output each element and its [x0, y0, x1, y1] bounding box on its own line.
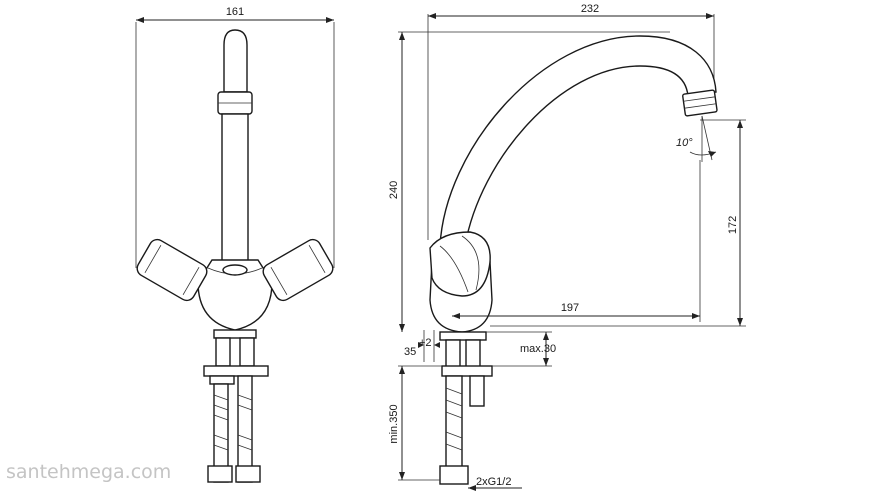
front-stud-right	[239, 337, 255, 367]
dimension-161: 161	[226, 6, 244, 18]
side-hose	[445, 375, 463, 469]
front-view: 161	[135, 6, 335, 483]
dimension-240: 240	[388, 181, 400, 199]
side-stud-long	[469, 375, 485, 407]
watermark: santehmega.com	[6, 461, 171, 483]
dimension-connection: 2xG1/2	[476, 476, 511, 488]
dimension-max-thickness: max.30	[520, 343, 556, 355]
side-view: 232 240 10° 172	[388, 3, 746, 491]
dimension-172: 172	[727, 216, 739, 234]
front-right-handle	[262, 238, 334, 302]
front-spout-stem	[223, 29, 248, 93]
dimension-232: 232	[581, 3, 599, 15]
front-mount-plate	[203, 365, 269, 377]
dimension-angle: 10°	[676, 137, 693, 149]
front-tube	[221, 113, 249, 263]
side-aerator	[682, 89, 718, 117]
side-handle	[429, 231, 491, 297]
front-left-handle	[136, 238, 208, 302]
dimension-min-hose: min.350	[388, 404, 400, 443]
dimension-hole: 35	[404, 346, 416, 358]
dimension-197: 197	[561, 302, 579, 314]
side-spout	[439, 35, 717, 247]
side-stud-right	[465, 339, 481, 369]
dimension-hole-tolerance: +2	[419, 337, 432, 349]
side-hose-nut	[439, 465, 469, 485]
front-hose-nut-right	[235, 465, 261, 483]
side-mount-plate	[441, 365, 493, 377]
front-stud-left	[215, 337, 231, 367]
front-hose-nut-left	[207, 465, 233, 483]
side-stud-left	[445, 339, 461, 369]
